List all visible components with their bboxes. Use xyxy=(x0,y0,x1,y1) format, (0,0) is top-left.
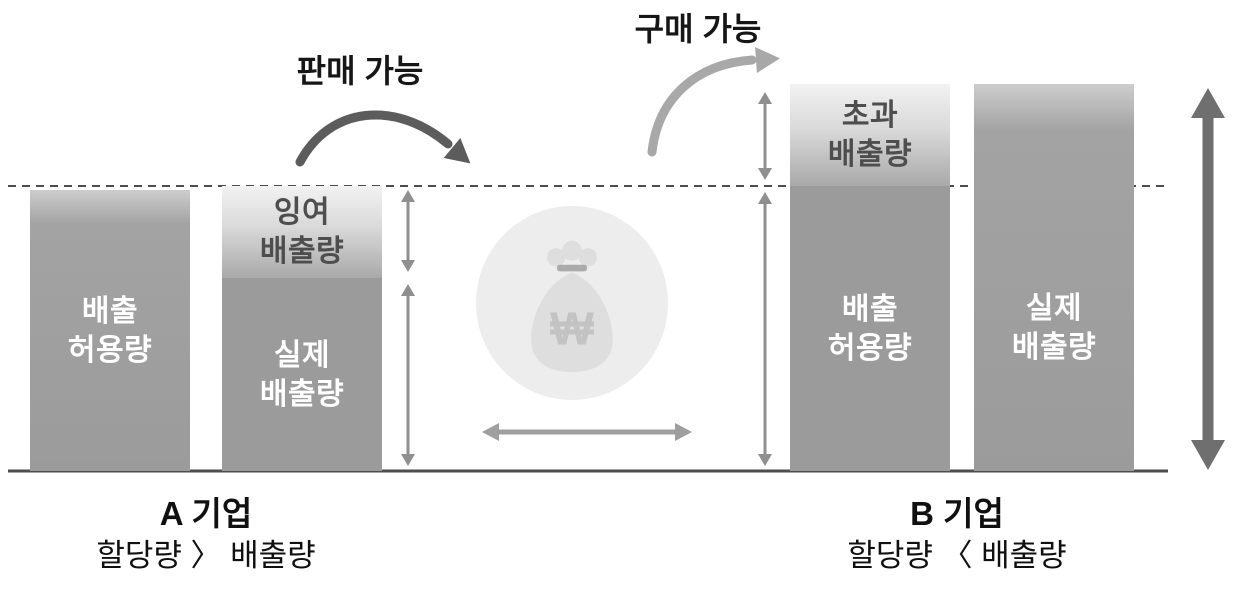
bar-a-allowance: 배출 허용량 xyxy=(30,190,190,471)
trade-horizontal-arrow xyxy=(482,423,692,441)
sell-label: 판매 가능 xyxy=(296,53,424,89)
bar-b-allowance: 배출 허용량 xyxy=(790,186,950,471)
bar-a-surplus-label: 잉여 배출량 xyxy=(259,196,345,268)
bar-a-surplus: 잉여 배출량 xyxy=(222,186,382,278)
bar-b-excess: 초과 배출량 xyxy=(790,84,950,186)
buy-label: 구매 가능 xyxy=(634,11,762,47)
bar-a-actual: 실제 배출량 xyxy=(222,278,382,471)
actual-measure-arrow-a xyxy=(401,284,415,466)
company-a-name: A 기업 xyxy=(159,495,253,532)
allowance-measure-arrow-b xyxy=(758,192,772,466)
won-moneybag-icon: ₩ xyxy=(531,240,613,373)
company-b-caption: 할당량 〈 배출량 xyxy=(847,538,1067,573)
bar-a-allowance-label: 배출 허용량 xyxy=(67,294,153,367)
money-circle: ₩ xyxy=(476,206,668,400)
company-a-caption: 할당량 〉 배출량 xyxy=(96,538,316,573)
excess-measure-arrow xyxy=(758,92,772,180)
buy-curved-arrow xyxy=(647,47,780,157)
company-b-name: B 기업 xyxy=(910,495,1004,532)
won-symbol: ₩ xyxy=(550,303,594,355)
bar-b-excess-label: 초과 배출량 xyxy=(827,99,913,171)
surplus-measure-arrow xyxy=(401,190,415,272)
sell-curved-arrow xyxy=(295,110,471,167)
bar-b-actual: 실제 배출량 xyxy=(974,84,1134,471)
total-emission-arrow xyxy=(1191,88,1225,470)
bar-b-allowance-label: 배출 허용량 xyxy=(827,292,913,365)
bar-a-actual-label: 실제 배출량 xyxy=(259,338,345,411)
bar-b-actual-label: 실제 배출량 xyxy=(1011,291,1097,364)
